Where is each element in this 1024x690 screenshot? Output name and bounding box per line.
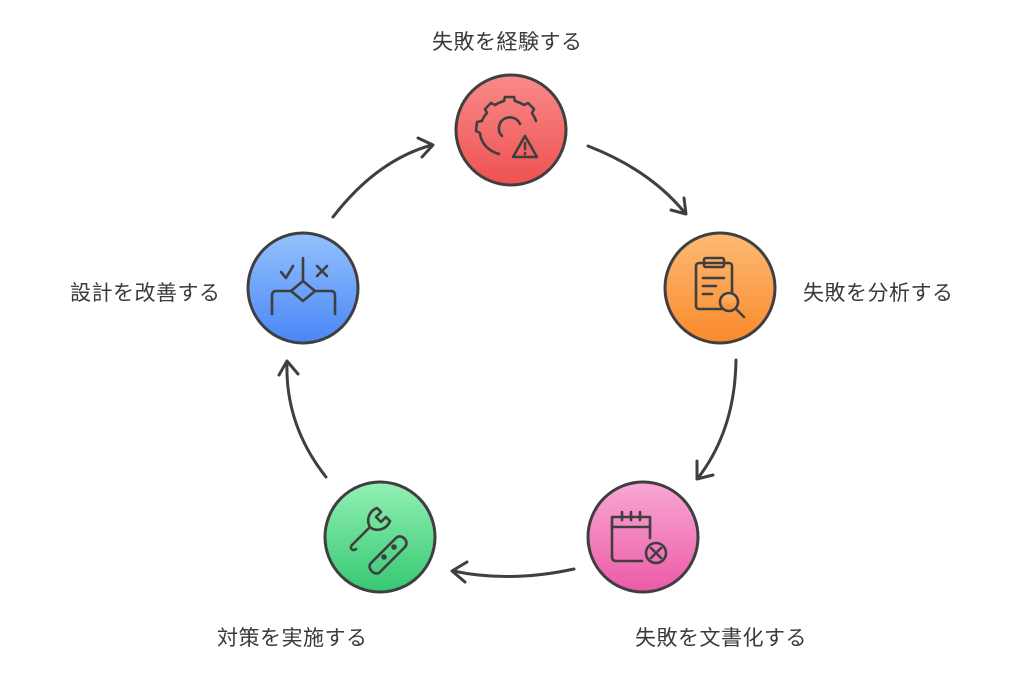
gear-warning-icon bbox=[474, 95, 539, 159]
arrow-document-to-implement bbox=[450, 560, 576, 584]
step-node-analyze bbox=[663, 231, 777, 345]
arrow-analyze-to-document bbox=[695, 358, 738, 481]
step-label-implement: 対策を実施する bbox=[217, 626, 368, 650]
clipboard-search-icon bbox=[694, 256, 746, 319]
arrow-improve-to-experience bbox=[331, 136, 435, 219]
step-label-experience: 失敗を経験する bbox=[432, 30, 583, 54]
step-label-document: 失敗を文書化する bbox=[635, 626, 807, 650]
step-node-experience bbox=[454, 73, 568, 187]
step-node-improve bbox=[246, 231, 360, 345]
decision-diamond-icon bbox=[270, 256, 337, 316]
step-node-document bbox=[586, 480, 700, 594]
wrench-bandage-icon bbox=[349, 506, 408, 575]
step-node-implement bbox=[323, 480, 437, 594]
step-label-improve: 設計を改善する bbox=[70, 281, 221, 305]
arrow-experience-to-analyze bbox=[586, 144, 688, 216]
step-label-analyze: 失敗を分析する bbox=[803, 281, 954, 305]
calendar-x-icon bbox=[610, 510, 668, 565]
arrow-implement-to-improve bbox=[277, 359, 328, 479]
